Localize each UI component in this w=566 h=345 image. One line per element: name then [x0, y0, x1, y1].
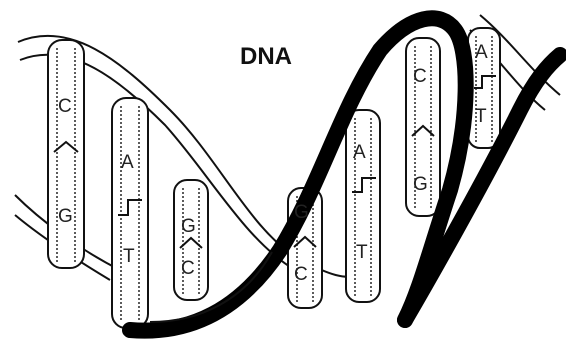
base-label: A [475, 42, 488, 63]
base-label: A [121, 152, 134, 173]
base-label: C [181, 258, 195, 279]
base-label: T [356, 242, 368, 263]
rung-3 [174, 180, 208, 300]
rung-2 [112, 98, 148, 328]
base-label: A [353, 142, 366, 163]
base-label: T [475, 106, 487, 127]
base-label: C [294, 264, 308, 285]
rung-1 [48, 40, 84, 268]
diagram-title: DNA [240, 43, 292, 70]
base-label: C [58, 96, 72, 117]
base-label: C [413, 66, 427, 87]
base-label: G [58, 206, 73, 227]
base-label: G [413, 174, 428, 195]
rung-5 [346, 110, 380, 302]
base-label: T [123, 246, 135, 267]
base-label: G [294, 202, 309, 223]
base-label: G [181, 216, 196, 237]
